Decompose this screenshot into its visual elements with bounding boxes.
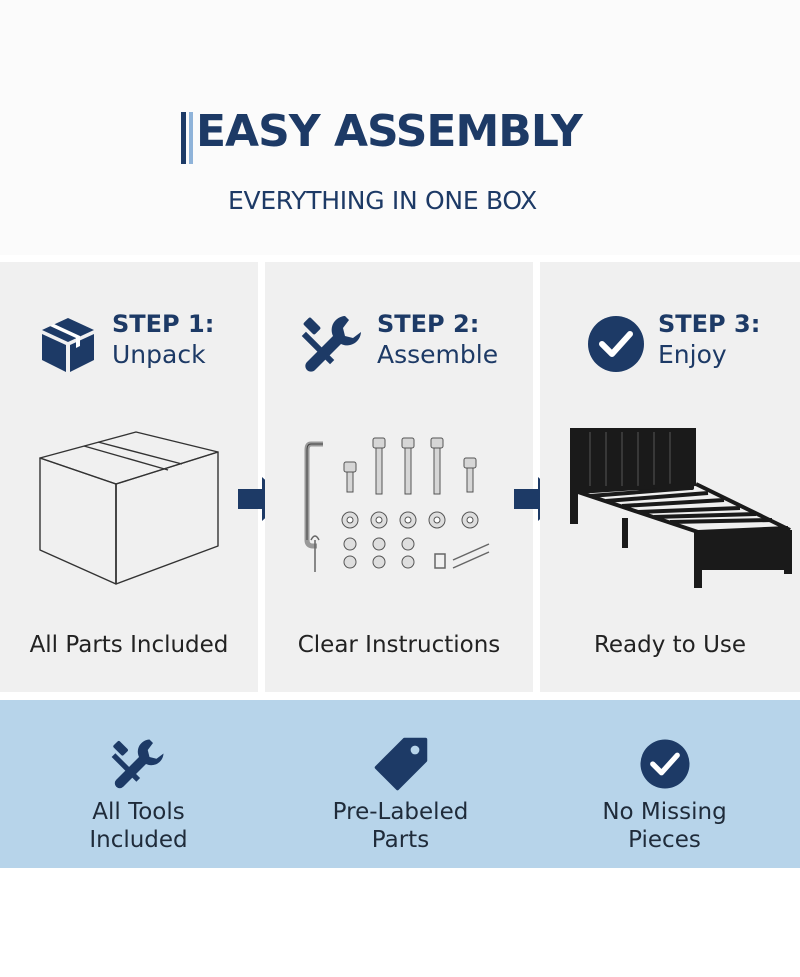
feature-all-tools: All Tools Included (5, 700, 272, 868)
step-1-title: STEP 1: (112, 310, 215, 338)
features-band: All Tools Included Pre-Labeled Parts No … (0, 700, 800, 868)
step-1-subtitle: Unpack (112, 340, 206, 369)
page-title: EASY ASSEMBLY (196, 106, 583, 157)
step-panel-3: STEP 3: Enjoy (540, 262, 800, 692)
step-panel-1: STEP 1: Unpack All Parts Included (0, 262, 258, 692)
tag-icon (374, 737, 427, 791)
bed-frame-illustration (570, 428, 792, 588)
check-circle-icon (640, 739, 689, 789)
steps-section: STEP 1: Unpack All Parts Included ST (0, 262, 800, 692)
feature-pre-labeled-label: Pre-Labeled Parts (332, 799, 469, 853)
hardware-kit-illustration (304, 437, 490, 572)
footer-blank (0, 868, 800, 977)
step-2-caption: Clear Instructions (297, 632, 501, 658)
step-3-title: STEP 3: (658, 310, 761, 338)
step-2-title: STEP 2: (377, 310, 480, 338)
step-3-subtitle: Enjoy (658, 340, 727, 369)
wrench-screwdriver-icon (301, 316, 361, 372)
feature-no-missing-label: No Missing Pieces (602, 799, 727, 853)
feature-pre-labeled: Pre-Labeled Parts (267, 700, 534, 868)
check-circle-icon (588, 316, 644, 372)
header: EASY ASSEMBLY EVERYTHING IN ONE BOX (0, 0, 800, 255)
title-accent-bar-light (189, 112, 193, 164)
feature-all-tools-label: All Tools Included (89, 799, 188, 853)
step-3-caption: Ready to Use (593, 632, 747, 658)
step-panel-2: STEP 2: Assemble (265, 262, 533, 692)
title-accent-bar (181, 112, 186, 164)
page-subtitle: EVERYTHING IN ONE BOX (228, 186, 537, 215)
wrench-screwdriver-icon (111, 739, 163, 789)
box-icon (42, 318, 94, 372)
feature-no-missing: No Missing Pieces (531, 700, 798, 868)
step-1-caption: All Parts Included (29, 632, 229, 658)
step-2-subtitle: Assemble (377, 340, 499, 369)
box-illustration (39, 431, 219, 585)
